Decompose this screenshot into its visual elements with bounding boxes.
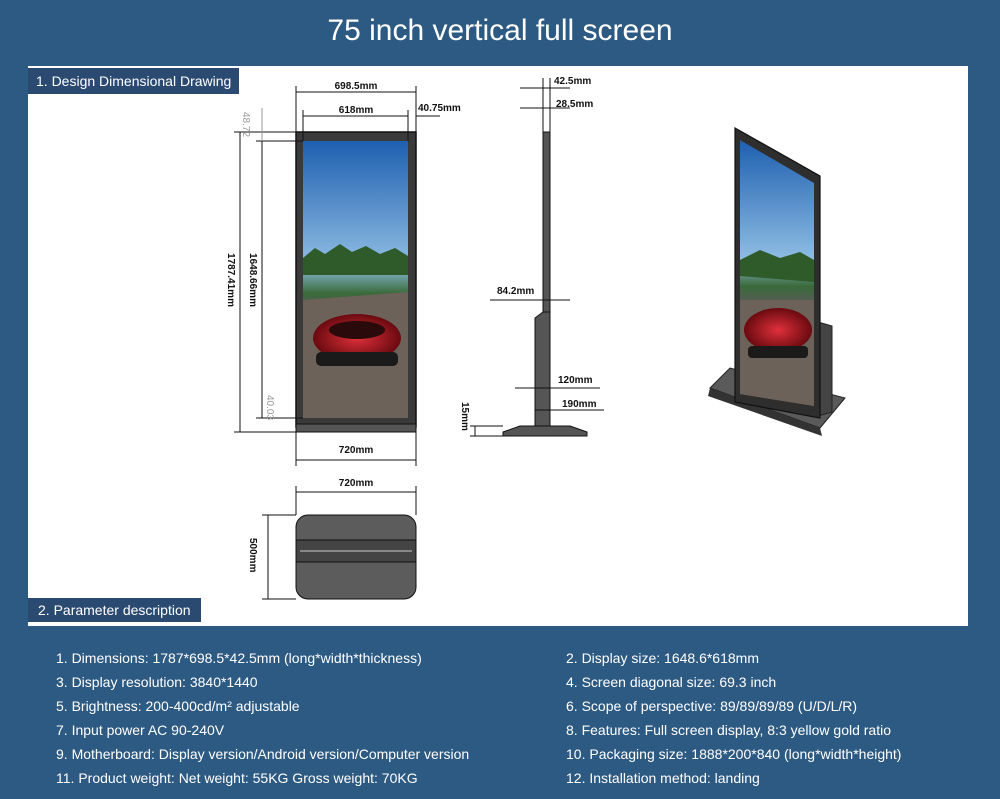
param-item: 2. Display size: 1648.6*618mm xyxy=(566,650,759,666)
perspective-view xyxy=(708,126,846,436)
dimensional-drawing: 698.5mm 618mm 40.75mm 1787.41mm 1648.66m… xyxy=(225,76,846,600)
dim-side-thickness: 42.5mm xyxy=(554,76,591,87)
param-item: 8. Features: Full screen display, 8:3 ye… xyxy=(566,722,892,738)
param-item: 3. Display resolution: 3840*1440 xyxy=(56,674,258,690)
param-item: 4. Screen diagonal size: 69.3 inch xyxy=(566,674,777,690)
top-view: 720mm 500mm xyxy=(247,478,417,600)
dim-top-depth: 500mm xyxy=(247,538,258,573)
section-tag-drawing: 1. Design Dimensional Drawing xyxy=(28,68,240,94)
dim-side-base-b: 190mm xyxy=(562,399,597,410)
side-view: 42.5mm 28.5mm 84.2mm 120mm 190mm 15mm xyxy=(459,76,604,437)
param-item: 11. Product weight: Net weight: 55KG Gro… xyxy=(56,770,418,786)
dim-top-width: 720mm xyxy=(339,478,374,489)
param-item: 12. Installation method: landing xyxy=(566,770,760,786)
param-row: 11. Product weight: Net weight: 55KG Gro… xyxy=(56,766,976,790)
param-row: 3. Display resolution: 3840*1440 4. Scre… xyxy=(56,670,976,694)
section-tag-params: 2. Parameter description xyxy=(28,598,201,622)
dim-side-base-a: 120mm xyxy=(558,375,593,386)
parameter-list: 1. Dimensions: 1787*698.5*42.5mm (long*w… xyxy=(56,646,976,790)
dim-side-base-height: 15mm xyxy=(459,402,470,431)
dim-side-stand: 84.2mm xyxy=(497,286,534,297)
dim-side-inner: 28.5mm xyxy=(556,99,593,110)
dim-bottom-margin: 40.03 xyxy=(264,395,275,420)
dim-base-width: 720mm xyxy=(339,445,374,456)
front-view: 698.5mm 618mm 40.75mm 1787.41mm 1648.66m… xyxy=(225,81,461,466)
param-row: 9. Motherboard: Display version/Android … xyxy=(56,742,976,766)
param-item: 9. Motherboard: Display version/Android … xyxy=(56,746,470,762)
param-row: 5. Brightness: 200-400cd/m² adjustable 6… xyxy=(56,694,976,718)
dim-screen-height: 1648.66mm xyxy=(247,253,258,307)
param-item: 7. Input power AC 90-240V xyxy=(56,722,225,738)
param-item: 5. Brightness: 200-400cd/m² adjustable xyxy=(56,698,300,714)
param-row: 1. Dimensions: 1787*698.5*42.5mm (long*w… xyxy=(56,646,976,670)
dim-front-bezel: 40.75mm xyxy=(418,103,461,114)
dim-front-outer-width: 698.5mm xyxy=(335,81,378,92)
param-row: 7. Input power AC 90-240V 8. Features: F… xyxy=(56,718,976,742)
param-item: 1. Dimensions: 1787*698.5*42.5mm (long*w… xyxy=(56,650,422,666)
dim-total-height: 1787.41mm xyxy=(225,253,236,307)
dim-front-screen-width: 618mm xyxy=(339,105,374,116)
param-item: 6. Scope of perspective: 89/89/89/89 (U/… xyxy=(566,698,858,714)
dim-top-margin: 48.72 xyxy=(240,112,251,137)
param-item: 10. Packaging size: 1888*200*840 (long*w… xyxy=(566,746,902,762)
page-title: 75 inch vertical full screen xyxy=(327,14,673,47)
